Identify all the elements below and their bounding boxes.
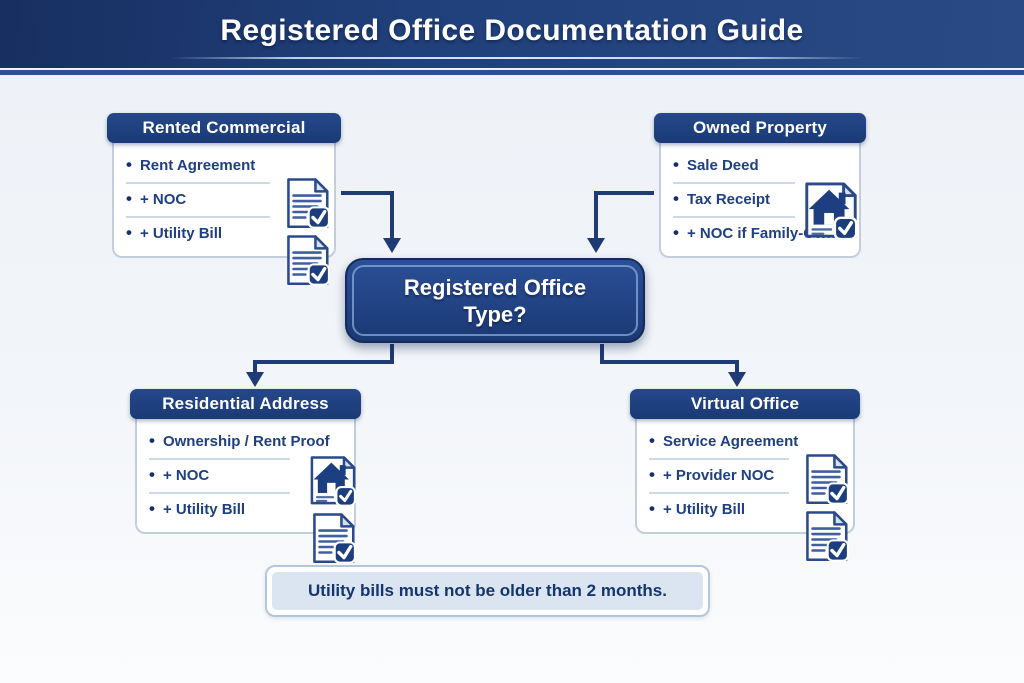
list-item: + NOC <box>126 184 270 218</box>
card-icons <box>306 455 360 566</box>
list-item: Ownership / Rent Proof <box>149 426 330 460</box>
connector-owned-to-node <box>594 191 654 239</box>
page-title: Registered Office Documentation Guide <box>220 14 804 47</box>
list-item: Rent Agreement <box>126 150 270 184</box>
doc-check-icon <box>280 177 334 231</box>
list-item: + NOC <box>149 460 290 494</box>
list-item: Tax Receipt <box>673 184 795 218</box>
card-body: Sale DeedTax Receipt+ NOC if Family-Owne… <box>659 141 861 258</box>
document-list: Ownership / Rent Proof+ NOC+ Utility Bil… <box>149 426 330 526</box>
list-item: + NOC if Family-Owned <box>673 218 853 250</box>
card-title: Residential Address <box>130 389 361 419</box>
card-title: Owned Property <box>654 113 866 143</box>
list-item: Sale Deed <box>673 150 795 184</box>
card-residential-address: Residential Address Ownership / Rent Pro… <box>130 389 361 534</box>
card-icons <box>800 181 862 243</box>
list-item: Service Agreement <box>649 426 798 460</box>
list-item: + Utility Bill <box>149 494 290 526</box>
card-icons <box>280 177 334 288</box>
doc-check-icon <box>306 512 360 566</box>
arrowhead-left-bottom <box>246 372 264 387</box>
decision-node-label: Registered Office Type? <box>403 274 587 327</box>
house-check-icon <box>800 181 862 243</box>
card-owned-property: Owned Property Sale DeedTax Receipt+ NOC… <box>654 113 866 258</box>
document-list: Rent Agreement+ NOC+ Utility Bill <box>126 150 270 250</box>
connector-rented-to-node <box>341 191 394 239</box>
connector-node-to-residential <box>253 344 394 373</box>
card-body: Service Agreement+ Provider NOC+ Utility… <box>635 417 855 534</box>
doc-check-icon <box>799 453 853 507</box>
note-banner: Utility bills must not be older than 2 m… <box>265 565 710 617</box>
card-body: Ownership / Rent Proof+ NOC+ Utility Bil… <box>135 417 356 534</box>
house-check-icon <box>306 455 360 509</box>
arrowhead-right-bottom <box>728 372 746 387</box>
arrowhead-right-top <box>587 238 605 253</box>
card-icons <box>799 453 853 564</box>
card-title: Rented Commercial <box>107 113 341 143</box>
card-body: Rent Agreement+ NOC+ Utility Bill <box>112 141 336 258</box>
arrowhead-left-top <box>383 238 401 253</box>
card-virtual-office: Virtual Office Service Agreement+ Provid… <box>630 389 860 534</box>
doc-check-icon <box>799 510 853 564</box>
title-underline <box>170 57 864 59</box>
connector-node-to-virtual <box>600 344 739 373</box>
note-text: Utility bills must not be older than 2 m… <box>272 572 703 610</box>
doc-check-icon <box>280 234 334 288</box>
list-item: + Provider NOC <box>649 460 789 494</box>
card-rented-commercial: Rented Commercial Rent Agreement+ NOC+ U… <box>107 113 341 258</box>
title-bar: Registered Office Documentation Guide <box>0 0 1024 68</box>
document-list: Service Agreement+ Provider NOC+ Utility… <box>649 426 798 526</box>
list-item: + Utility Bill <box>126 218 270 250</box>
card-title: Virtual Office <box>630 389 860 419</box>
decision-node: Registered Office Type? <box>345 258 645 343</box>
list-item: + Utility Bill <box>649 494 789 526</box>
header-stripe <box>0 70 1024 75</box>
document-list: Sale DeedTax Receipt+ NOC if Family-Owne… <box>673 150 853 250</box>
